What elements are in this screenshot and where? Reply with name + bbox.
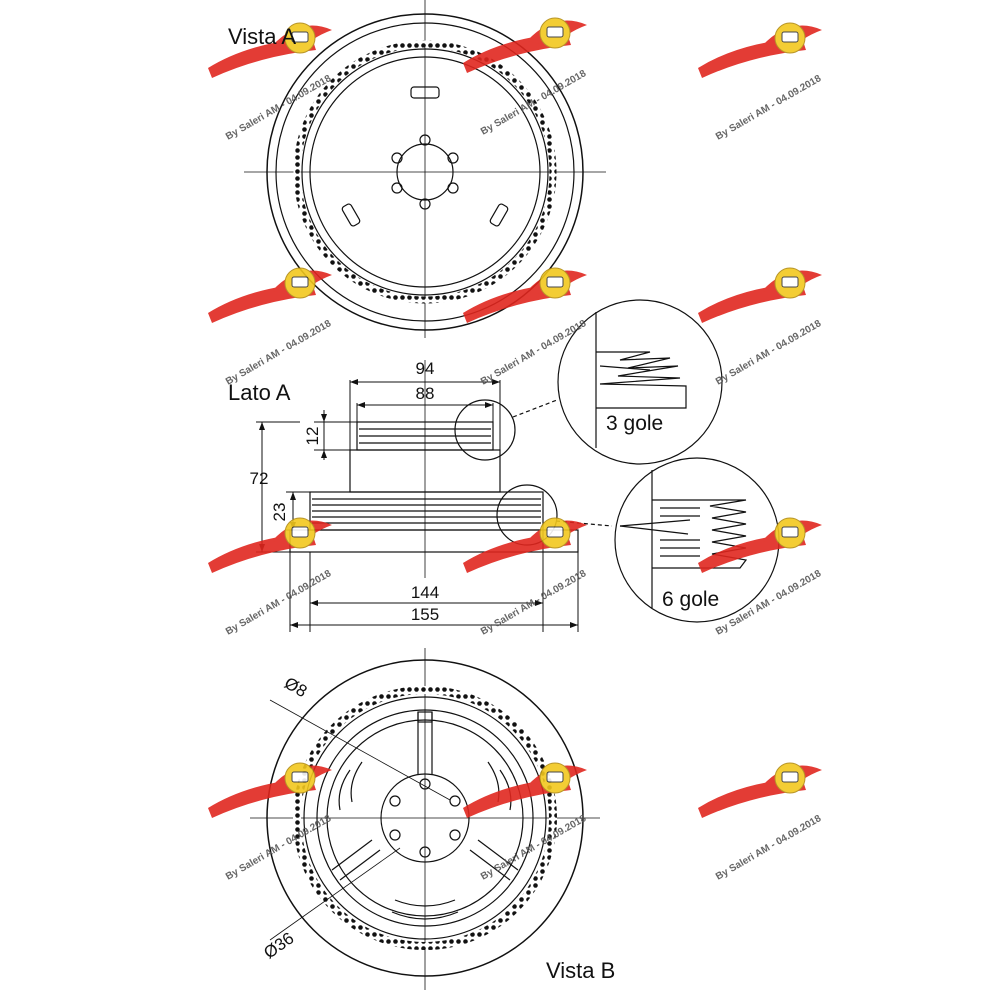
vista-b-label: Vista B bbox=[546, 958, 616, 983]
dim-88: 88 bbox=[416, 384, 435, 403]
saleri-watermark: By Saleri AM - 04.09.2018 bbox=[462, 517, 589, 638]
saleri-watermark: By Saleri AM - 04.09.2018 bbox=[207, 517, 334, 638]
saleri-logo-icon bbox=[207, 267, 333, 324]
saleri-watermark: By Saleri AM - 04.09.2018 bbox=[697, 267, 824, 388]
dim-23: 23 bbox=[270, 503, 289, 522]
callout-3-gole bbox=[557, 299, 723, 465]
saleri-watermark: By Saleri AM - 04.09.2018 bbox=[462, 17, 589, 138]
saleri-logo-icon bbox=[697, 517, 823, 574]
watermark-text: By Saleri AM - 04.09.2018 bbox=[224, 318, 334, 388]
watermark-text: By Saleri AM - 04.09.2018 bbox=[714, 318, 824, 388]
saleri-logo-icon bbox=[697, 762, 823, 819]
dim-dia-8: Ø8 bbox=[281, 673, 310, 701]
watermark-text: By Saleri AM - 04.09.2018 bbox=[714, 813, 824, 883]
saleri-watermark: By Saleri AM - 04.09.2018 bbox=[207, 267, 334, 388]
dim-144: 144 bbox=[411, 583, 439, 602]
dim-72: 72 bbox=[250, 469, 269, 488]
watermark-text: By Saleri AM - 04.09.2018 bbox=[714, 73, 824, 143]
saleri-logo-icon bbox=[697, 22, 823, 79]
saleri-logo-icon bbox=[697, 267, 823, 324]
saleri-logo-icon bbox=[207, 762, 333, 819]
saleri-logo-icon bbox=[462, 17, 588, 74]
saleri-watermark: By Saleri AM - 04.09.2018 bbox=[697, 22, 824, 143]
saleri-logo-icon bbox=[207, 517, 333, 574]
dim-12: 12 bbox=[303, 427, 322, 446]
saleri-logo-icon bbox=[462, 267, 588, 324]
lato-a-label: Lato A bbox=[228, 380, 291, 405]
vista-b-drawing bbox=[250, 648, 600, 990]
saleri-watermark: By Saleri AM - 04.09.2018 bbox=[462, 762, 589, 883]
saleri-logo-icon bbox=[462, 517, 588, 574]
watermark-text: By Saleri AM - 04.09.2018 bbox=[479, 68, 589, 138]
watermark-text: By Saleri AM - 04.09.2018 bbox=[479, 318, 589, 388]
saleri-watermark: By Saleri AM - 04.09.2018 bbox=[697, 762, 824, 883]
saleri-logo-icon bbox=[462, 762, 588, 819]
callout-6-gole bbox=[614, 457, 780, 623]
dim-155: 155 bbox=[411, 605, 439, 624]
dim-dia-36: Ø36 bbox=[260, 928, 297, 962]
vista-a-label: Vista A bbox=[228, 24, 297, 49]
callout-3-gole-label: 3 gole bbox=[606, 412, 664, 435]
callout-6-gole-label: 6 gole bbox=[662, 588, 720, 611]
dim-94: 94 bbox=[416, 359, 435, 378]
vista-a-drawing bbox=[244, 0, 606, 338]
